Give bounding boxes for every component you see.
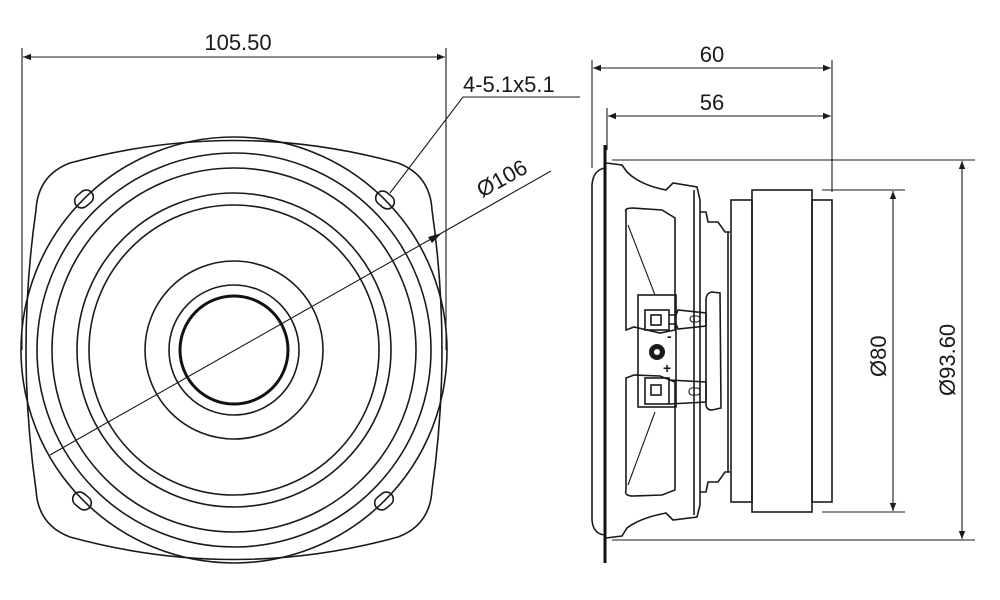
basket-window-bottom <box>624 374 676 497</box>
mounting-holes <box>71 189 396 511</box>
cone-inner-circle <box>144 260 324 440</box>
basket-dimension-label: Ø93.60 <box>935 324 960 396</box>
hole-leader-line <box>389 96 580 194</box>
terminal-plus-pad <box>644 377 670 405</box>
magnet <box>751 189 813 513</box>
basket-rib <box>627 224 656 296</box>
basket-step-bottom <box>700 471 730 493</box>
frame-outline <box>25 139 443 561</box>
mounting-hole <box>373 491 395 511</box>
terminal-plus-square <box>650 384 662 396</box>
front-view: 105.50 4-5.1x5.1 Ø106 <box>20 30 580 564</box>
hole-note-label: 4-5.1x5.1 <box>463 72 555 97</box>
basket-window-top <box>624 207 676 334</box>
terminal-block <box>637 294 677 408</box>
front-plate <box>730 199 753 503</box>
basket-outline <box>605 162 701 539</box>
depth-dimension-label: 60 <box>700 42 724 67</box>
cone-outer-circle <box>76 192 392 508</box>
terminal-rivet-center <box>654 349 660 355</box>
rim-circle <box>20 136 448 564</box>
body-depth-dimension-label: 56 <box>700 90 724 115</box>
basket-rib <box>627 411 656 486</box>
diameter-arrow <box>428 233 442 243</box>
side-view: - + 60 56 Ø80 Ø93.60 <box>591 42 975 563</box>
terminal-plus-label: + <box>663 360 671 376</box>
mounting-hole <box>73 189 95 209</box>
basket-step-top <box>700 211 730 233</box>
width-dimension-label: 105.50 <box>204 30 271 55</box>
front-gasket <box>591 167 606 536</box>
magnet-dimension-label: Ø80 <box>866 335 891 377</box>
terminal-bracket <box>705 291 722 411</box>
surround-inner-circle <box>51 167 417 533</box>
back-plate <box>811 199 833 503</box>
dustcap-ring <box>168 284 300 416</box>
mounting-hole <box>71 491 93 511</box>
terminal-minus-square <box>650 314 662 326</box>
terminal-plus-slot <box>688 387 701 396</box>
terminal-minus-slot <box>689 315 701 323</box>
cone-circle <box>88 204 380 496</box>
diameter-line <box>49 170 552 456</box>
diameter-label: Ø106 <box>472 154 531 202</box>
mounting-hole <box>374 190 396 210</box>
terminal-minus-label: - <box>667 328 672 344</box>
terminal-minus-pad <box>644 309 670 331</box>
surround-outer-circle <box>36 152 432 548</box>
dustcap <box>178 294 290 406</box>
